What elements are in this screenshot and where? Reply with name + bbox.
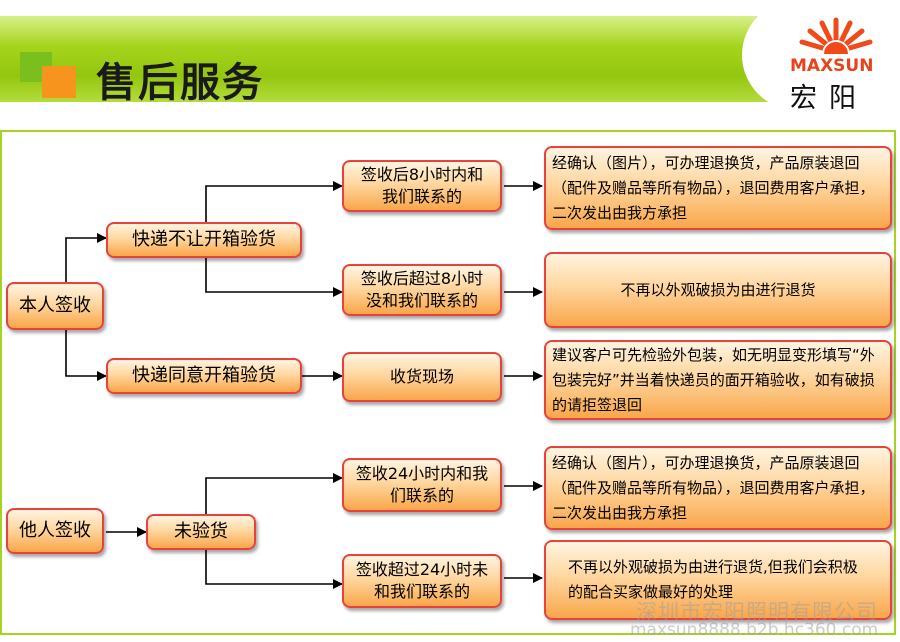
node-within-24h: 签收24小时内和我们联系的 [342, 458, 502, 512]
result-no-return-2: 不再以外观破损为由进行退货,但我们会积极的配合买家做最好的处理 [544, 540, 892, 620]
result-return: 经确认（图片），可办理退换货，产品原装退回（配件及赠品等所有物品），退回费用客户… [544, 146, 892, 230]
arrow-to-over24 [205, 550, 343, 589]
result-no-return: 不再以外观破损为由进行退货 [544, 252, 892, 328]
arrow-to-no-open [65, 233, 107, 282]
node-over-24h: 签收超过24小时未和我们联系的 [342, 554, 502, 608]
node-open-ok: 快递同意开箱验货 [106, 358, 302, 394]
page-title: 售后服务 [96, 60, 264, 106]
watermark-url: maxsun8888.b2b.hc360.com [630, 620, 879, 640]
arrow-to-over8 [205, 258, 343, 297]
result-inspect: 建议客户可先检验外包装，如无明显变形填写“外包装完好”并当着快递员的面开箱验收，… [544, 340, 892, 420]
sun-logo-icon [799, 17, 873, 54]
node-self-sign: 本人签收 [6, 282, 104, 330]
node-not-checked: 未验货 [146, 514, 256, 550]
node-no-open: 快递不让开箱验货 [106, 222, 302, 258]
node-on-site: 收货现场 [342, 352, 502, 402]
logo-brand: MAXSUN [790, 56, 874, 76]
deco-square-orange [42, 66, 76, 98]
logo-area [742, 0, 900, 110]
arrow-to-within24 [205, 473, 343, 514]
arrow-to-open-ok [65, 330, 107, 381]
node-other-sign: 他人签收 [6, 508, 104, 554]
node-within-8h: 签收后8小时内和我们联系的 [342, 160, 502, 212]
result-return-2: 经确认（图片），可办理退换货，产品原装退回（配件及赠品等所有物品），退回费用客户… [544, 446, 892, 530]
node-over-8h: 签收后超过8小时没和我们联系的 [342, 264, 502, 316]
logo-chinese: 宏阳 [790, 83, 868, 114]
arrow-to-within8 [205, 181, 343, 222]
watermark-company: 深圳市宏阳照明有限公司 [636, 600, 878, 624]
diagram-frame [0, 130, 896, 635]
